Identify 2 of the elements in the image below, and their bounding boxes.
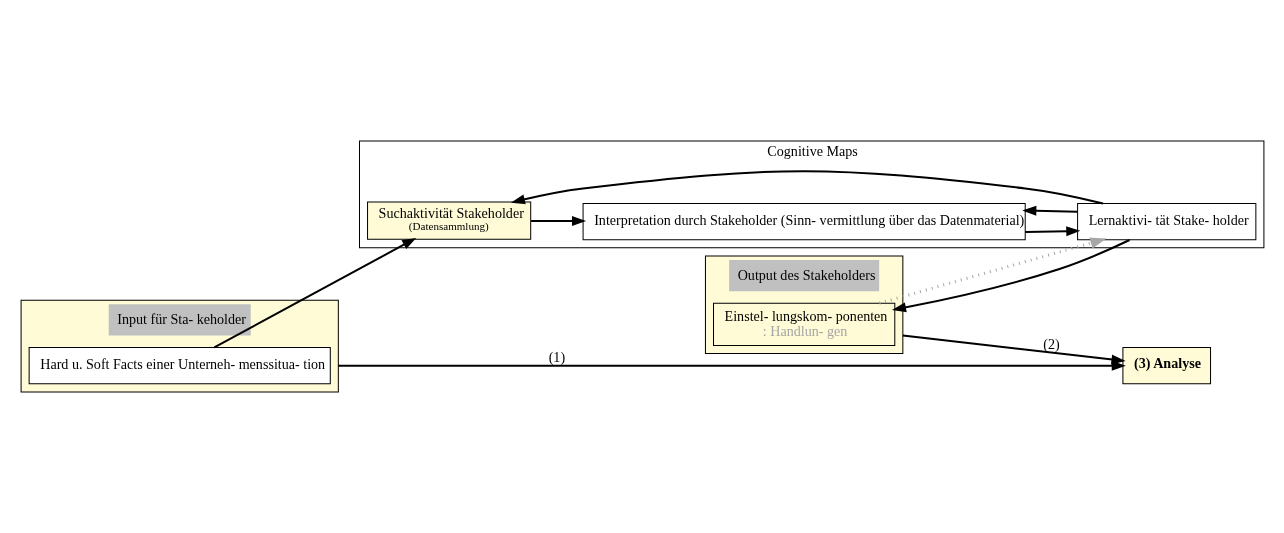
edge-label: (2)	[1042, 335, 1060, 352]
edge-label: (1)	[548, 348, 565, 365]
